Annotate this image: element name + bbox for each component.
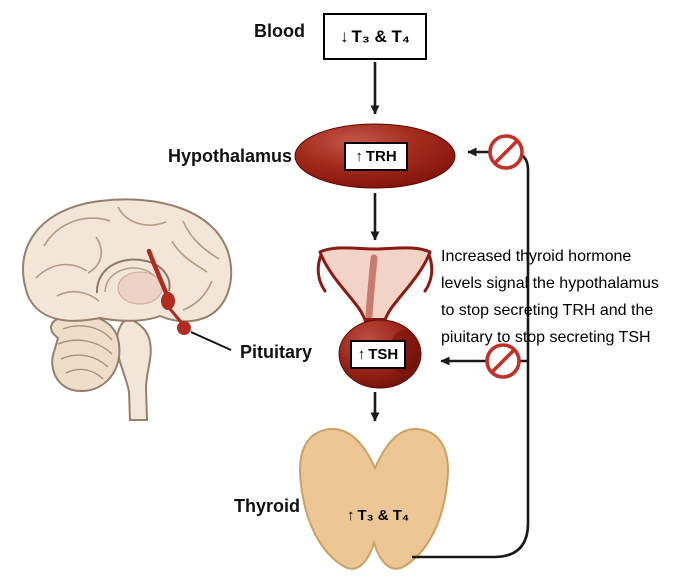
up-arrow-icon: ↑: [355, 148, 363, 165]
feedback-annotation: Increased thyroid hormone levels signal …: [441, 243, 659, 351]
no-symbol-trh-icon: [488, 134, 524, 170]
pituitary-stalk-highlight: [168, 308, 183, 323]
tsh-box: ↑ TSH: [350, 340, 406, 369]
no-symbol-tsh-icon: [485, 343, 521, 379]
blood-label: Blood: [254, 21, 305, 41]
pituitary-drip-right: [423, 253, 434, 293]
tsh-text: TSH: [368, 346, 399, 363]
brain-illustration: [22, 198, 233, 421]
annotation-line: Increased thyroid hormone: [441, 248, 632, 265]
hypothalamus-highlight: [146, 248, 170, 298]
pituitary-label: Pituitary: [239, 342, 312, 362]
pituitary-funnel: [318, 246, 432, 325]
corpus-callosum: [95, 258, 171, 294]
blood-hormone-box: ↓ T₃ & T₄: [323, 13, 427, 60]
blood-hormone-text: T₃ & T₄: [351, 26, 410, 46]
cerebrum-gyri: [35, 206, 220, 311]
pituitary-highlight: [177, 321, 191, 335]
up-arrow-icon: ↑: [357, 346, 366, 363]
thyroid-hormone-text: ↑T₃ & T₄: [330, 507, 426, 524]
trh-box: ↑ TRH: [344, 142, 408, 171]
annotation-line: piuitary to stop secreting TSH: [441, 329, 651, 346]
pituitary-drip-left: [316, 253, 327, 293]
hypothalamus-blob: [161, 292, 175, 310]
thyroid-gland-shape: [299, 427, 449, 570]
brainstem: [115, 316, 152, 421]
cerebellum-folds: [57, 325, 113, 380]
hypothalamus-label: Hypothalamus: [167, 146, 292, 166]
pituitary-central-streak: [365, 254, 378, 320]
thyroid-label: Thyroid: [234, 496, 300, 516]
thalamus-region: [117, 271, 163, 305]
thyroid-hormone-value: T₃ & T₄: [357, 507, 410, 524]
annotation-line: levels signal the hypothalamus: [441, 275, 659, 292]
no-symbol-tsh-slash: [490, 348, 516, 374]
no-symbol-trh-slash: [493, 139, 519, 165]
annotation-line: to stop secreting TRH and the: [441, 302, 654, 319]
trh-text: TRH: [365, 148, 397, 165]
up-arrow-icon: ↑: [346, 507, 355, 524]
pituitary-pointer-line: [190, 331, 232, 351]
down-arrow-icon: ↓: [340, 26, 349, 46]
